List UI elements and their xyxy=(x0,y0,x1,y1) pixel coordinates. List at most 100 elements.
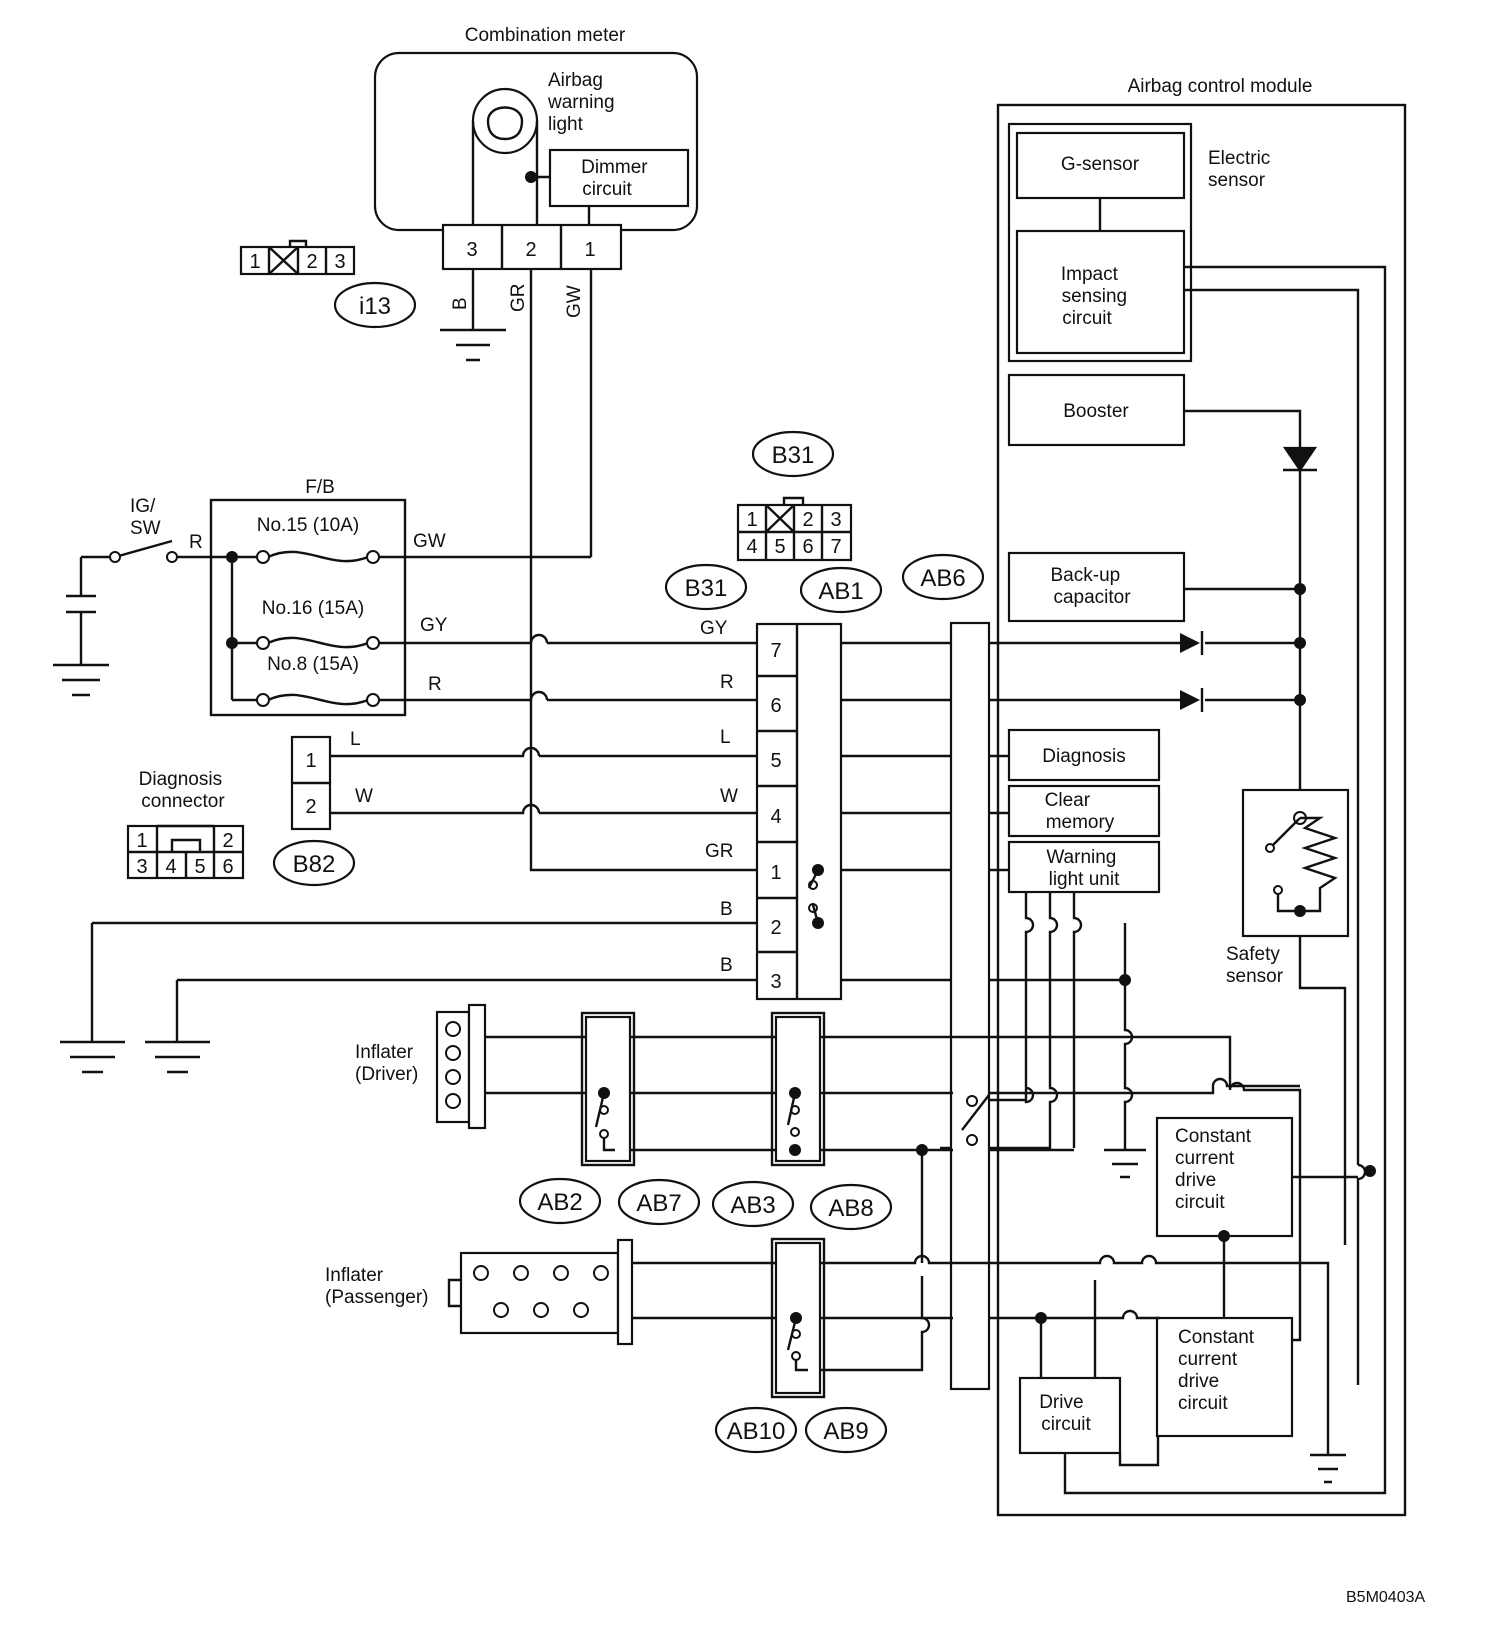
b31-tag xyxy=(664,563,748,611)
meter-connector-dividers xyxy=(500,225,563,269)
passenger-bridge-line xyxy=(808,1150,931,1372)
ig-r-wire-label: R xyxy=(189,532,203,553)
harness-wire-r: R xyxy=(720,672,734,693)
ab3-tag xyxy=(711,1180,795,1228)
battery-ground-icon xyxy=(53,557,109,697)
airbag-module-box xyxy=(996,103,1407,1517)
ab6-tag-label: AB6 xyxy=(920,565,965,592)
b31-ab1-connector xyxy=(755,622,843,1001)
b31-pin-6: 6 xyxy=(770,695,781,717)
safety-switch-contact xyxy=(1265,843,1275,853)
safety-sensor-label: Safety sensor xyxy=(1226,944,1285,987)
ab7-tag xyxy=(617,1178,701,1226)
inflater-driver-label: Inflater (Driver) xyxy=(355,1042,418,1085)
booster-rail xyxy=(1184,409,1302,818)
safety-switch-contact xyxy=(1273,885,1283,895)
ab9-tag-label: AB9 xyxy=(823,1418,868,1445)
wire-label-b: B xyxy=(450,297,471,310)
gy-diode-icon xyxy=(1180,633,1200,653)
impact-sensing-box xyxy=(1015,229,1186,355)
passenger-line-2 xyxy=(632,1309,1160,1378)
clear-memory-box xyxy=(1007,784,1161,838)
svg-text:7: 7 xyxy=(830,536,841,558)
junction-dot xyxy=(1218,1230,1230,1242)
b31-pin-dividers xyxy=(757,624,799,999)
meter-internal-wiring xyxy=(471,121,591,230)
i13-tag xyxy=(333,281,417,329)
svg-text:2: 2 xyxy=(222,830,233,852)
fuse-no16-label: No.16 (15A) xyxy=(262,598,364,619)
dimmer-circuit-label: Dimmer circuit xyxy=(581,157,653,200)
svg-text:3: 3 xyxy=(136,856,147,878)
fuse-no15-label: No.15 (10A) xyxy=(257,515,359,536)
safety-sensor-internals xyxy=(1269,816,1339,913)
wire-w xyxy=(330,803,757,815)
booster-diode-icon xyxy=(1282,446,1318,472)
lamp-filament-icon xyxy=(486,106,524,141)
wire-l xyxy=(330,746,757,758)
ab10-tag-label: AB10 xyxy=(727,1418,786,1445)
junction-dot xyxy=(1035,1312,1047,1324)
diagnosis-box xyxy=(1007,728,1161,782)
harness-wire-l: L xyxy=(720,727,731,748)
fuse-no16 xyxy=(232,636,531,649)
ccd-circuit-2-label: Constant current drive circuit xyxy=(1178,1327,1259,1414)
ab8-tag-label: AB8 xyxy=(828,1195,873,1222)
ab3-ab8-outline xyxy=(770,1011,826,1167)
airbag-warning-light-label: Airbag warning light xyxy=(547,70,620,135)
ab2-tag-label: AB2 xyxy=(537,1189,582,1216)
junction-dot xyxy=(525,171,537,183)
impact-sensing-label: Impact sensing circuit xyxy=(1061,264,1133,329)
ab10-shorting-switch xyxy=(786,1312,808,1372)
ab1-tag xyxy=(799,566,883,614)
svg-text:6: 6 xyxy=(222,856,233,878)
drive-circuit-box xyxy=(1018,1376,1122,1455)
fuse-r-wire-label: R xyxy=(428,674,442,695)
junction-dot xyxy=(1294,583,1306,595)
b31-pin-1: 1 xyxy=(770,862,781,884)
i13-tag-label: i13 xyxy=(359,293,391,320)
ground-b-module xyxy=(841,978,1146,1179)
ig-switch-contact-2 xyxy=(166,551,178,563)
b82-tag xyxy=(272,839,356,887)
ab7-tag-label: AB7 xyxy=(636,1190,681,1217)
svg-text:6: 6 xyxy=(802,536,813,558)
ab8-tag xyxy=(809,1183,893,1231)
svg-text:1: 1 xyxy=(746,509,757,531)
driver-inflater-icon xyxy=(435,1003,487,1130)
warning-output-3 xyxy=(1072,892,1083,1148)
svg-text:3: 3 xyxy=(830,509,841,531)
junction-dot xyxy=(1294,694,1306,706)
ab3-tag-label: AB3 xyxy=(730,1192,775,1219)
b31-pin-3: 3 xyxy=(770,971,781,993)
ab3-shorting-switch xyxy=(786,1087,801,1156)
svg-text:3: 3 xyxy=(334,251,345,273)
harness-wire-b2: B xyxy=(720,955,733,976)
warning-output-2 xyxy=(940,892,1059,1150)
wire-label-gr: GR xyxy=(508,284,529,313)
backup-capacitor-box xyxy=(1007,551,1186,623)
g-sensor-box xyxy=(1015,131,1186,200)
airbag-module-title: Airbag control module xyxy=(1128,76,1313,97)
ab6-connector-strip xyxy=(949,621,991,1391)
safety-sensor-output xyxy=(1298,936,1347,1245)
svg-text:4: 4 xyxy=(746,536,757,558)
harness-wire-gy: GY xyxy=(700,618,728,639)
meter-gr-gw-wires xyxy=(529,269,593,862)
svg-text:5: 5 xyxy=(774,536,785,558)
svg-text:2: 2 xyxy=(802,509,813,531)
impact-output-1 xyxy=(1063,265,1387,1495)
meter-pin-1: 1 xyxy=(584,239,595,261)
ab2-tag xyxy=(518,1177,602,1225)
driver-inflater-line-2 xyxy=(485,1077,1300,1095)
wire-gr xyxy=(529,862,757,872)
b31-pin-5: 5 xyxy=(770,750,781,772)
passenger-line-1 xyxy=(632,1254,1346,1484)
ground-symbol-1 xyxy=(60,923,125,1074)
ab6-tag xyxy=(901,553,985,601)
ab2-ab7-outline xyxy=(580,1011,636,1167)
meter-pin-3: 3 xyxy=(466,239,477,261)
b82-pin-2: 2 xyxy=(305,796,316,818)
diagnosis-connector-title: Diagnosis connector xyxy=(139,769,228,812)
meter-pin-2: 2 xyxy=(525,239,536,261)
